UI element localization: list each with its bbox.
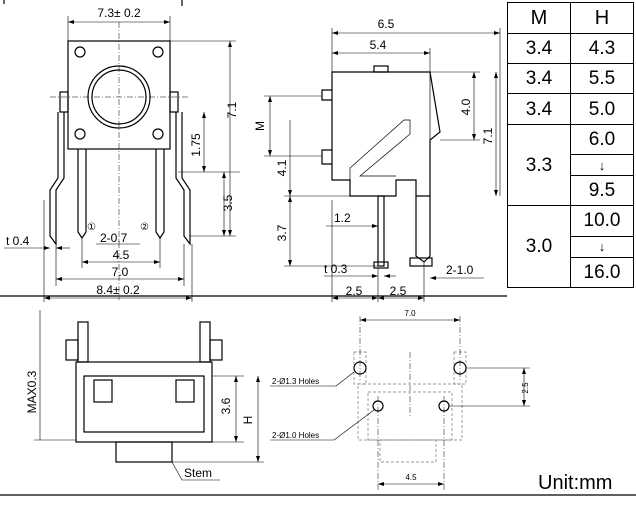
front-dim-h-label: H: [241, 416, 255, 425]
pcb-dim-2-5-label: 2.5: [521, 382, 530, 394]
table-cell-arrow: ↓: [570, 153, 634, 177]
table-cell-arrow: ↓: [570, 235, 634, 258]
top-width-label: 7.3± 0.2: [97, 6, 141, 20]
dim-7-0-label: 7.0: [112, 265, 129, 279]
bottom-width-label: 8.4± 0.2: [96, 283, 140, 297]
table-cell-h-from: 6.0: [570, 123, 634, 155]
table-cell-h-from: 10.0: [570, 205, 634, 237]
table-header-h: H: [570, 2, 634, 34]
holes-1-3-label: 2-Ø1.3 Holes: [272, 377, 319, 386]
side-2-1-0-label: 2-1.0: [446, 263, 474, 277]
m-h-table: M H 3.4 4.3 3.4 5.5 3.4 5.0 3.3 6.0 ↓ 9.…: [507, 2, 634, 289]
top-height-label: 7.1: [225, 101, 239, 118]
table-cell-h-to: 16.0: [570, 256, 634, 289]
table-cell-m: 3.0: [507, 205, 571, 288]
thickness-label: t 0.4: [6, 234, 30, 248]
table-cell-h: 5.5: [570, 63, 634, 95]
table-cell-m: 3.4: [507, 63, 571, 95]
table-header-m: M: [507, 2, 571, 34]
table-cell-m: 3.3: [507, 123, 571, 207]
pin-2-label: ②: [140, 222, 149, 233]
side-dim-2-5b-label: 2.5: [390, 284, 407, 298]
side-dim-4-0-label: 4.0: [459, 98, 473, 115]
pcb-layout: 7.0 2-Ø1.3 Holes 2-Ø1.0 Holes 2.5 4.5: [270, 309, 530, 490]
dim-4-5-label: 4.5: [113, 248, 130, 262]
max-0-3-label: MAX0.3: [25, 370, 39, 413]
table-cell-h: 4.3: [570, 32, 634, 65]
side-t-0-3-label: t 0.3: [324, 262, 348, 276]
side-dim-7-1-label: 7.1: [481, 127, 495, 144]
pitch-label: 2-0.7: [100, 231, 128, 245]
side-dim-6-5-label: 6.5: [378, 17, 395, 31]
pcb-dim-7-0-label: 7.0: [404, 309, 416, 318]
pcb-dim-4-5-label: 4.5: [405, 473, 417, 482]
unit-label: Unit:mm: [538, 472, 613, 494]
dim-1-75-label: 1.75: [189, 133, 203, 157]
side-dim-3-7-label: 3.7: [275, 224, 289, 241]
dim-3-5-label: 3.5: [221, 194, 235, 211]
side-dim-2-5a-label: 2.5: [346, 284, 363, 298]
front-view: MAX0.3 3.6 H Stem: [25, 310, 264, 481]
side-dim-m-label: M: [253, 121, 267, 131]
front-dim-3-6-label: 3.6: [219, 397, 233, 414]
pin-1-label: ①: [87, 222, 96, 233]
side-dim-4-1-label: 4.1: [275, 159, 289, 176]
holes-1-0-label: 2-Ø1.0 Holes: [272, 431, 319, 440]
stem-label: Stem: [184, 466, 212, 480]
table-cell-h: 5.0: [570, 93, 634, 125]
side-dim-1-2-label: 1.2: [334, 211, 351, 225]
top-view: 7.3± 0.2 7.1 1.75 3.5 ① ② 2-0.7 4.5 7.0: [4, 6, 240, 302]
side-view: 6.5 5.4 4.0 7.1 M 4.1 1.2 3.7: [253, 17, 501, 302]
table-cell-h-to: 9.5: [570, 175, 634, 207]
side-dim-5-4-label: 5.4: [370, 38, 387, 52]
table-cell-m: 3.4: [507, 93, 571, 125]
table-cell-m: 3.4: [507, 32, 571, 65]
